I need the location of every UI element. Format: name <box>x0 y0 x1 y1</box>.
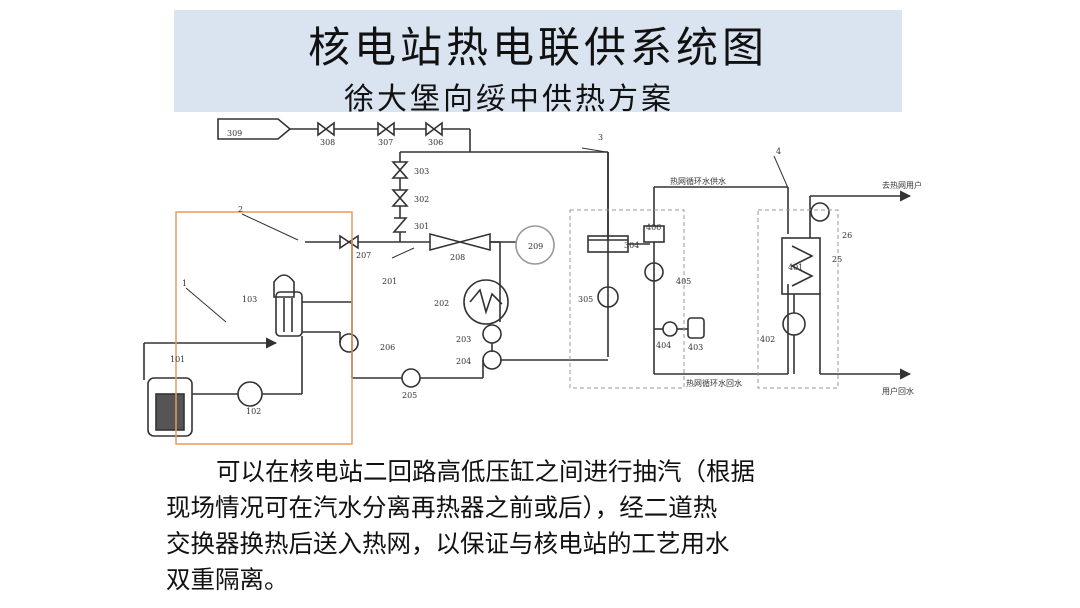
description-line-2: 现场情况可在汽水分离再热器之前或后），经二道热 <box>166 493 718 522</box>
label-25: 25 <box>832 255 842 264</box>
label-303: 303 <box>414 167 429 176</box>
valve-303 <box>391 161 409 179</box>
label-306: 306 <box>428 138 443 147</box>
label-406: 406 <box>646 223 661 232</box>
pump-305 <box>597 286 619 308</box>
tank-403 <box>687 317 705 339</box>
label-309: 309 <box>227 129 242 138</box>
valve-308 <box>317 121 335 137</box>
label-404: 404 <box>656 341 671 350</box>
condenser-202 <box>463 279 509 325</box>
valve-307 <box>377 121 395 137</box>
generator-209 <box>515 225 555 265</box>
cogeneration-diagram: 309 308 307 306 303 302 301 3 4 2 1 103 … <box>143 118 922 445</box>
pump-405 <box>644 262 664 282</box>
label-301: 301 <box>414 222 429 231</box>
label-207: 207 <box>356 251 371 260</box>
label-203: 203 <box>456 335 471 344</box>
pump-203 <box>482 324 502 344</box>
pump-26 <box>810 202 830 222</box>
pump-205 <box>401 368 421 388</box>
valve-306 <box>425 121 443 137</box>
label-209: 209 <box>528 242 543 251</box>
label-405: 405 <box>676 277 691 286</box>
page-title: 核电站热电联供系统图 <box>307 23 768 72</box>
label-return: 热网循环水回水 <box>686 378 742 388</box>
label-3: 3 <box>598 133 603 142</box>
label-204: 204 <box>456 357 471 366</box>
pump-402 <box>782 312 806 336</box>
label-102: 102 <box>246 407 261 416</box>
label-208: 208 <box>450 253 465 262</box>
label-2: 2 <box>238 205 243 214</box>
dashed-box-right <box>757 209 839 389</box>
label-101: 101 <box>170 355 185 364</box>
label-305: 305 <box>578 295 593 304</box>
label-4: 4 <box>776 147 781 156</box>
pump-204 <box>482 350 502 370</box>
label-403: 403 <box>688 343 703 352</box>
label-201: 201 <box>382 277 397 286</box>
label-1: 1 <box>182 279 187 288</box>
label-103: 103 <box>242 295 257 304</box>
label-202: 202 <box>434 299 449 308</box>
description: 可以在核电站二回路高低压缸之间进行抽汽（根据 现场情况可在汽水分离再热器之前或后… <box>166 454 926 598</box>
turbine-208 <box>429 232 491 252</box>
heat-exchanger-206 <box>339 333 359 353</box>
label-302: 302 <box>414 195 429 204</box>
description-line-3: 交换器换热后送入热网，以保证与核电站的工艺用水 <box>166 529 730 558</box>
label-401: 401 <box>788 263 803 272</box>
valve-302 <box>391 189 409 207</box>
valve-207 <box>339 234 359 250</box>
label-308: 308 <box>320 138 335 147</box>
check-valve-301 <box>392 217 408 233</box>
label-307: 307 <box>378 138 393 147</box>
page-subtitle: 徐大堡向绥中供热方案 <box>344 82 674 117</box>
description-line-4: 双重隔离。 <box>166 565 289 594</box>
label-user-return: 用户回水 <box>882 386 914 396</box>
title-banner: 核电站热电联供系统图 徐大堡向绥中供热方案 <box>174 10 902 117</box>
label-26: 26 <box>842 231 852 240</box>
heat-exchanger-401 <box>781 237 821 295</box>
label-205: 205 <box>402 391 417 400</box>
highlight-box <box>175 211 353 445</box>
label-402: 402 <box>760 335 775 344</box>
steam-generator-103 <box>273 274 295 298</box>
steam-source-309 <box>217 118 292 140</box>
pump-404 <box>662 321 678 337</box>
description-line-1: 可以在核电站二回路高低压缸之间进行抽汽（根据 <box>216 457 755 486</box>
dashed-box-left <box>569 209 685 389</box>
label-supply: 热网循环水供水 <box>670 176 726 186</box>
label-206: 206 <box>380 343 395 352</box>
label-304: 304 <box>624 241 639 250</box>
label-to-users: 去热网用户 <box>882 180 922 190</box>
pump-102 <box>237 381 263 407</box>
reactor-101 <box>147 377 193 437</box>
